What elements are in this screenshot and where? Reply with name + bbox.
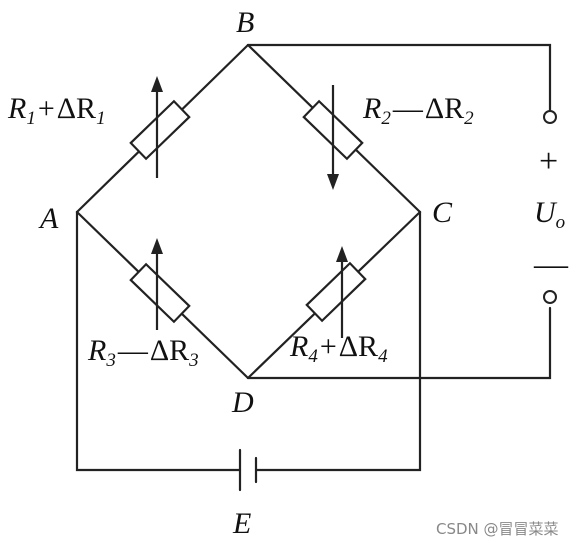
output-terminal-positive [543, 110, 557, 124]
arrow-r4-up-icon [336, 246, 348, 338]
wire-c-supply [254, 210, 422, 472]
output-voltage-label: Uo [534, 196, 565, 233]
watermark: CSDN @冒冒菜菜 [436, 520, 559, 538]
resistor-label-r1: R1+ΔR1 [7, 92, 106, 129]
battery-e [238, 448, 258, 492]
arrow-r3-up-icon [151, 238, 163, 330]
arrow-r1-up-icon [151, 76, 163, 178]
node-label-a: A [38, 202, 59, 235]
wires [75, 43, 552, 472]
resistor-r4 [305, 261, 367, 323]
node-label-d: D [231, 386, 254, 419]
resistor-label-r2: R2—ΔR2 [362, 92, 474, 129]
output-plus-sign: + [539, 143, 558, 180]
resistor-label-r3: R3—ΔR3 [87, 334, 199, 371]
node-label-c: C [432, 196, 453, 229]
node-label-e: E [232, 507, 251, 540]
wire-d-output [246, 306, 552, 380]
wire-b-output [246, 43, 552, 114]
node-label-b: B [236, 6, 254, 39]
resistor-r1 [129, 99, 191, 161]
output-terminal-negative [543, 290, 557, 304]
resistor-label-r4: R4+ΔR4 [289, 330, 388, 367]
arrow-r2-down-icon [327, 85, 339, 190]
resistor-r3 [129, 262, 191, 324]
wire-a-supply [75, 210, 242, 472]
output-minus-sign: — [533, 246, 569, 283]
